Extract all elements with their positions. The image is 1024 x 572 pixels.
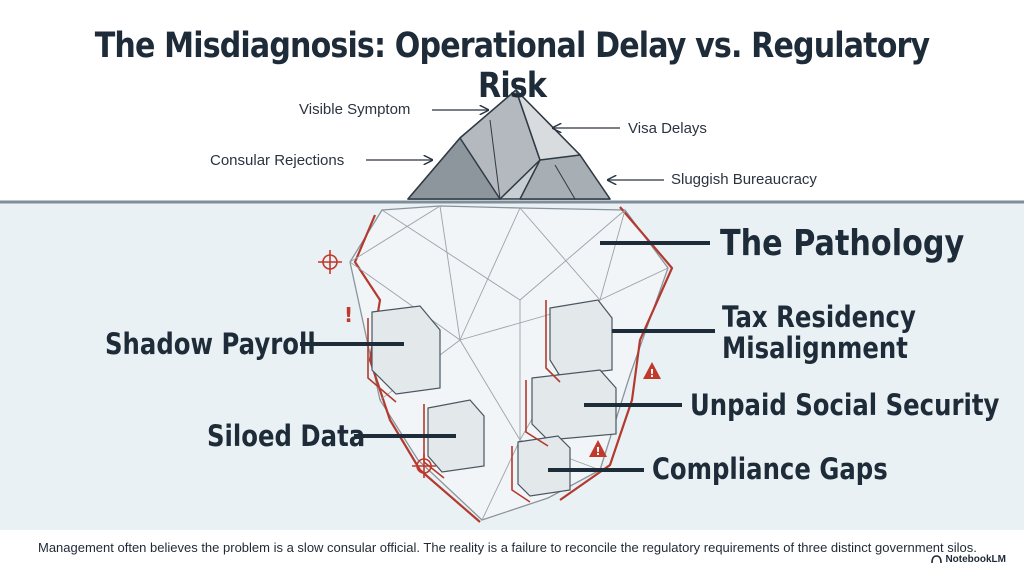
crosshair-icon <box>318 250 342 274</box>
caption: Management often believes the problem is… <box>38 540 977 555</box>
iceberg-submerged: ! ! ! <box>318 205 674 523</box>
warning-icon: ! <box>643 362 661 380</box>
iceberg-tip <box>407 89 611 200</box>
label-visible-symptom: Visible Symptom <box>299 101 411 118</box>
label-compliance-gaps: Compliance Gaps <box>652 452 888 486</box>
label-siloed-data: Siloed Data <box>207 419 366 453</box>
brand-name: NotebookLM <box>945 554 1006 565</box>
label-sluggish-bureaucracy: Sluggish Bureaucracy <box>671 171 817 188</box>
label-tax-residency-line1: Tax Residency <box>722 300 916 334</box>
exclamation-icon: ! <box>344 303 353 327</box>
label-consular-rejections: Consular Rejections <box>210 152 345 169</box>
notebooklm-logo-icon <box>931 555 943 564</box>
caption-band <box>0 530 1024 572</box>
callout-bars <box>300 241 715 472</box>
page-title: The Misdiagnosis: Operational Delay vs. … <box>94 26 930 106</box>
svg-text:!: ! <box>649 367 654 380</box>
callout-arrows-top <box>366 110 664 180</box>
label-unpaid-social-security: Unpaid Social Security <box>690 388 1000 422</box>
warning-icon: ! <box>589 440 607 458</box>
label-visa-delays: Visa Delays <box>628 120 707 137</box>
label-tax-residency-line2: Misalignment <box>722 331 908 365</box>
crosshair-icon <box>412 454 436 478</box>
label-the-pathology: The Pathology <box>720 223 965 264</box>
brand-badge: NotebookLM <box>931 554 1006 565</box>
svg-text:!: ! <box>595 445 600 458</box>
label-shadow-payroll: Shadow Payroll <box>105 327 316 361</box>
